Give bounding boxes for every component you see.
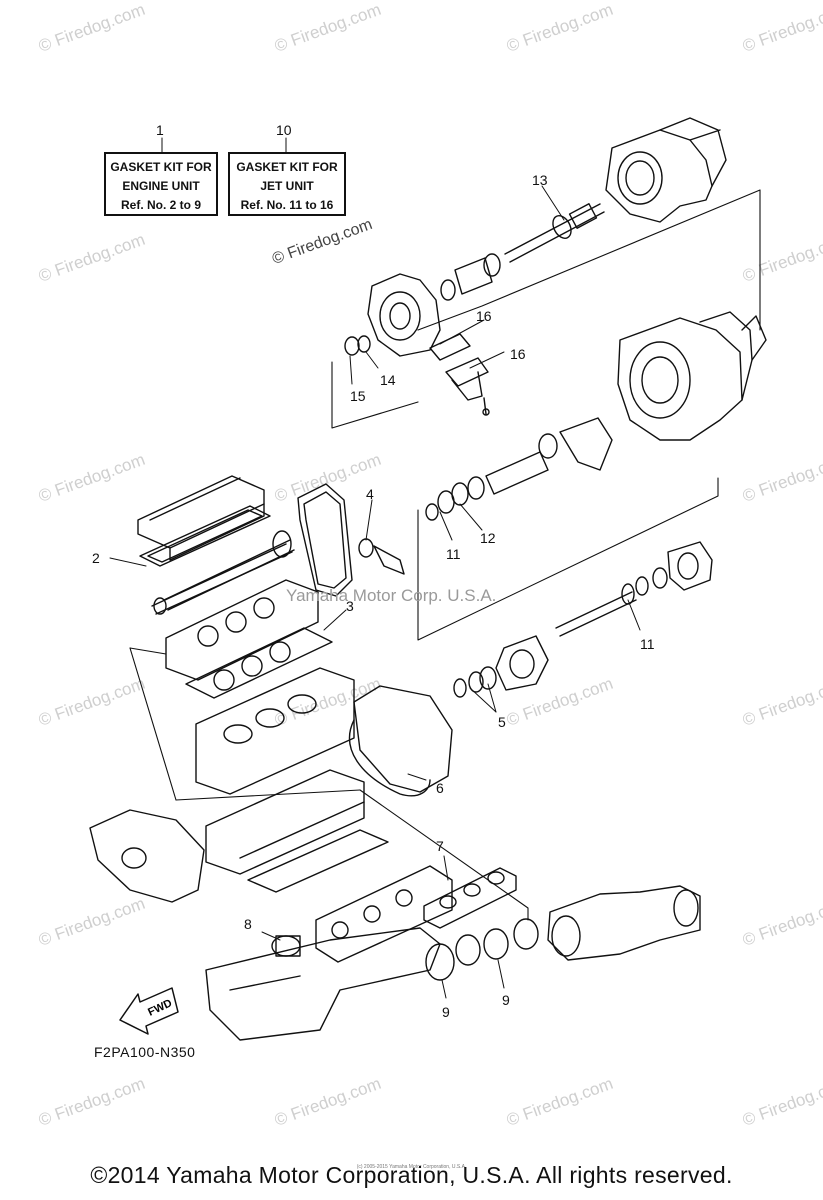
kit-box-line: ENGINE UNIT [122, 179, 200, 193]
crankcase-gasket [247, 829, 389, 893]
engine-gasket-kit-box: GASKET KIT FOR ENGINE UNIT Ref. No. 2 to… [104, 152, 218, 216]
callout-15: 15 [350, 388, 366, 404]
callout-9: 9 [442, 1004, 450, 1020]
callout-12: 12 [480, 530, 496, 546]
cylinder-block [195, 667, 355, 795]
callout-3: 3 [346, 598, 354, 614]
kit-box-ref: Ref. No. 2 to 9 [120, 198, 201, 212]
side-cover [89, 809, 205, 903]
callout-16: 16 [476, 308, 492, 324]
center-watermark: Yamaha Motor Corp. U.S.A. [286, 586, 497, 605]
drive-shaft-lower [555, 541, 713, 637]
callout-11: 11 [446, 546, 461, 562]
water-pump [358, 538, 405, 575]
callout-14: 14 [380, 372, 396, 388]
callout-2: 2 [92, 550, 100, 566]
kit-box-line: GASKET KIT FOR [110, 160, 212, 174]
water-lock [547, 885, 701, 961]
coupler-assembly [453, 635, 549, 698]
callout-6: 6 [436, 780, 444, 796]
generator-cover [348, 685, 453, 797]
intake-duct [425, 417, 613, 521]
jet-gasket-kit-box: GASKET KIT FOR JET UNIT Ref. No. 11 to 1… [228, 152, 346, 216]
callout-11: 11 [640, 636, 655, 652]
jet-housing-rear [605, 117, 727, 223]
head-cover [137, 475, 265, 561]
kit-box-line: JET UNIT [260, 179, 314, 193]
exhaust-pipe [205, 927, 441, 1041]
impeller-shaft-upper [440, 203, 605, 301]
callout-7: 7 [436, 838, 444, 854]
leader-lines [109, 137, 641, 999]
diagram-code: F2PA100-N350 [94, 1044, 196, 1060]
callout-4: 4 [366, 486, 374, 502]
jet-pump-housing [617, 311, 767, 441]
crankcase [205, 769, 365, 875]
assembly-bracket-lines [129, 189, 761, 921]
bearing-bracket [429, 333, 490, 416]
callout-16: 16 [510, 346, 526, 362]
callout-ref-10: 10 [276, 122, 292, 138]
copyright-footer: ©2014 Yamaha Motor Corporation, U.S.A. A… [90, 1162, 733, 1188]
intermediate-housing [344, 273, 441, 357]
timing-chain [297, 483, 353, 597]
callout-9: 9 [502, 992, 510, 1008]
fwd-arrow-icon [119, 987, 179, 1035]
head-cover-gasket [139, 505, 271, 567]
camshafts [151, 530, 295, 615]
exhaust-manifold [315, 865, 453, 963]
callout-8: 8 [244, 916, 252, 932]
exhaust-gasket [423, 867, 517, 929]
cylinder-head [165, 579, 319, 681]
kit-box-ref: Ref. No. 11 to 16 [240, 198, 334, 212]
pipe-gaskets [425, 918, 539, 981]
callout-ref-1: 1 [156, 122, 164, 138]
kit-box-line: GASKET KIT FOR [236, 160, 338, 174]
callout-13: 13 [532, 172, 548, 188]
small-print: (c) 2005-2015 Yamaha Motor Corporation, … [356, 1164, 467, 1170]
callout-5: 5 [498, 714, 506, 730]
head-gasket [185, 627, 333, 699]
